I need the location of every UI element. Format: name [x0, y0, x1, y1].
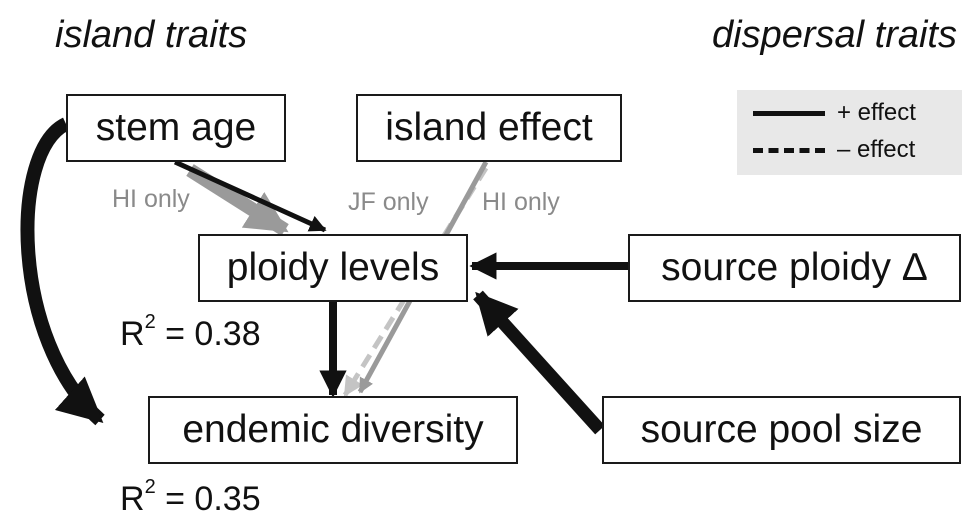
arrow-stem-age-to-ploidy-black	[173, 159, 327, 233]
node-ploidy-levels: ploidy levels	[198, 234, 468, 302]
arrow-stem-age-to-endemic-diversity	[20, 117, 105, 426]
r2-endemic-prefix: R	[120, 480, 145, 518]
node-island-effect: island effect	[356, 94, 622, 162]
r2-endemic-exp: 2	[144, 476, 156, 498]
heading-island-traits: island traits	[55, 14, 248, 56]
r2-ploidy-prefix: R	[120, 315, 145, 353]
legend-negative-label: – effect	[837, 136, 916, 163]
r2-endemic-value: = 0.35	[155, 480, 261, 518]
node-source-pool-size: source pool size	[602, 396, 961, 464]
note-hi-only-island: HI only	[482, 188, 560, 216]
legend-solid-line	[753, 110, 825, 116]
r2-ploidy-exp: 2	[144, 311, 156, 333]
r2-ploidy-levels: R2 = 0.38	[120, 311, 261, 354]
legend-dashed-line	[753, 147, 825, 153]
node-endemic-diversity: endemic diversity	[148, 396, 518, 464]
arrow-source-pool-size-to-ploidy-levels	[473, 290, 605, 435]
r2-endemic-diversity: R2 = 0.35	[120, 476, 261, 519]
legend-positive-label: + effect	[837, 99, 916, 126]
note-jf-only: JF only	[348, 188, 429, 216]
legend-negative: – effect	[753, 135, 915, 165]
heading-dispersal-traits: dispersal traits	[712, 14, 957, 56]
legend: + effect – effect	[737, 90, 962, 175]
note-hi-only-stem: HI only	[112, 185, 190, 213]
r2-ploidy-value: = 0.38	[155, 315, 261, 353]
node-stem-age: stem age	[66, 94, 286, 162]
arrow-stem-age-to-ploidy-gray	[186, 164, 289, 236]
legend-positive: + effect	[753, 98, 916, 128]
node-source-ploidy: source ploidy Δ	[628, 234, 961, 302]
